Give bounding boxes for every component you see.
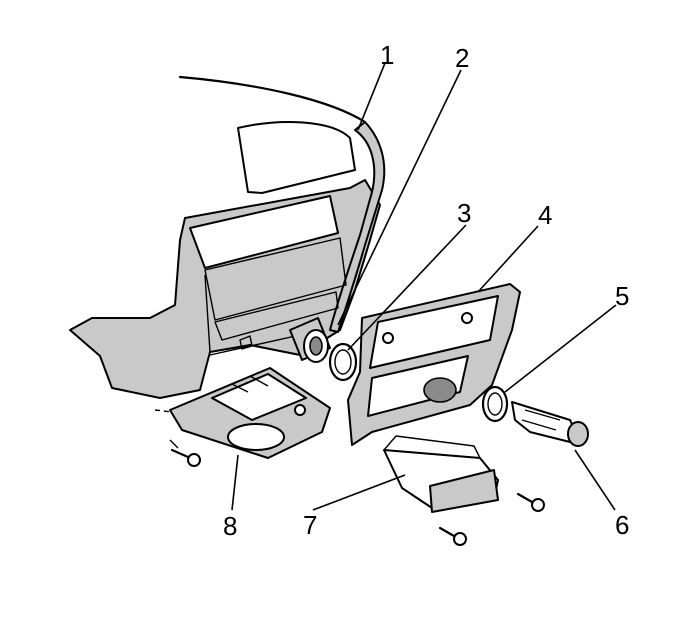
callout-3: 3: [457, 198, 472, 228]
callout-1: 1: [380, 40, 395, 70]
retaining-ring: [328, 342, 358, 382]
ashtray: [383, 435, 499, 513]
lighter-ring: [481, 385, 509, 423]
callout-5: 5: [615, 281, 630, 311]
screws: [154, 409, 545, 546]
callout-2: 2: [455, 43, 470, 73]
callout-8: 8: [223, 511, 238, 541]
callout-4: 4: [538, 200, 553, 230]
bezel-plate: [347, 283, 521, 446]
instrument-panel: [69, 75, 386, 399]
leader-lines: [231, 62, 617, 511]
callout-7: 7: [303, 510, 318, 540]
lighter-element: [511, 401, 589, 447]
callout-6: 6: [615, 510, 630, 540]
cup-holder-tray: [169, 367, 331, 459]
socket-part: [289, 317, 331, 363]
